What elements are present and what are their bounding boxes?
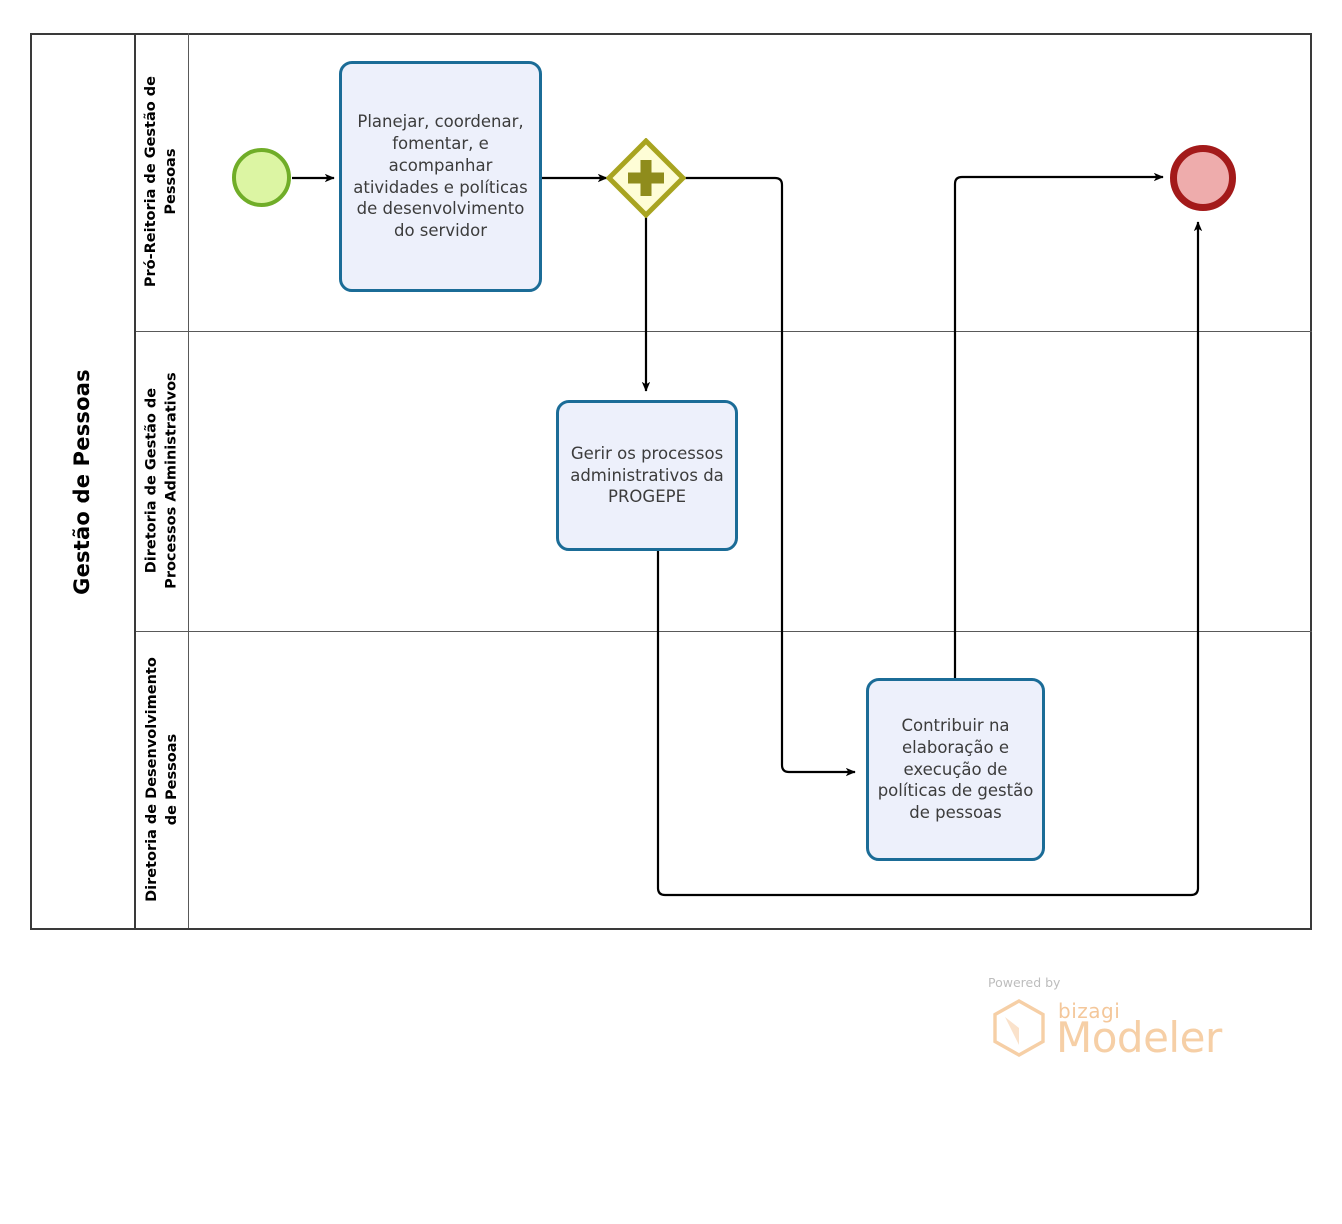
watermark-product: Modeler (1056, 1013, 1222, 1062)
bizagi-hexagon-logo-icon (993, 999, 1045, 1057)
task-planejar[interactable]: Planejar, coordenar, fomentar, e acompan… (339, 61, 542, 292)
watermark-powered-by: Powered by (988, 975, 1061, 990)
parallel-gateway[interactable] (606, 138, 686, 218)
lane-divider-1-2 (136, 331, 1312, 332)
lane-label-col-3: Diretoria de Desenvolvimento de Pessoas (136, 631, 189, 928)
flow-gateway-to-contribuir (685, 176, 856, 777)
task-gerir-label: Gerir os processos administrativos da PR… (570, 443, 724, 507)
watermark-brand: bizagi (1058, 999, 1121, 1023)
lane-divider-2-3 (136, 631, 1312, 632)
flow-gerir-to-end (656, 221, 1203, 897)
task-contribuir-label: Contribuir na elaboração e execução de p… (877, 715, 1034, 823)
start-event[interactable] (232, 148, 291, 207)
task-contribuir[interactable]: Contribuir na elaboração e execução de p… (866, 678, 1045, 861)
end-event[interactable] (1170, 145, 1236, 211)
flow-contribuir-to-end (953, 172, 1164, 678)
lane-label-col-2: Diretoria de Gestão de Processos Adminis… (136, 331, 189, 631)
plus-icon (628, 160, 664, 196)
pool-header: Gestão de Pessoas (30, 33, 136, 930)
lane-label-col-1: Pró-Reitoria de Gestão de Pessoas (136, 33, 189, 331)
bizagi-watermark: Powered by bizagi Modeler (988, 975, 1248, 1065)
task-planejar-label: Planejar, coordenar, fomentar, e acompan… (353, 111, 528, 241)
task-gerir[interactable]: Gerir os processos administrativos da PR… (556, 400, 738, 551)
